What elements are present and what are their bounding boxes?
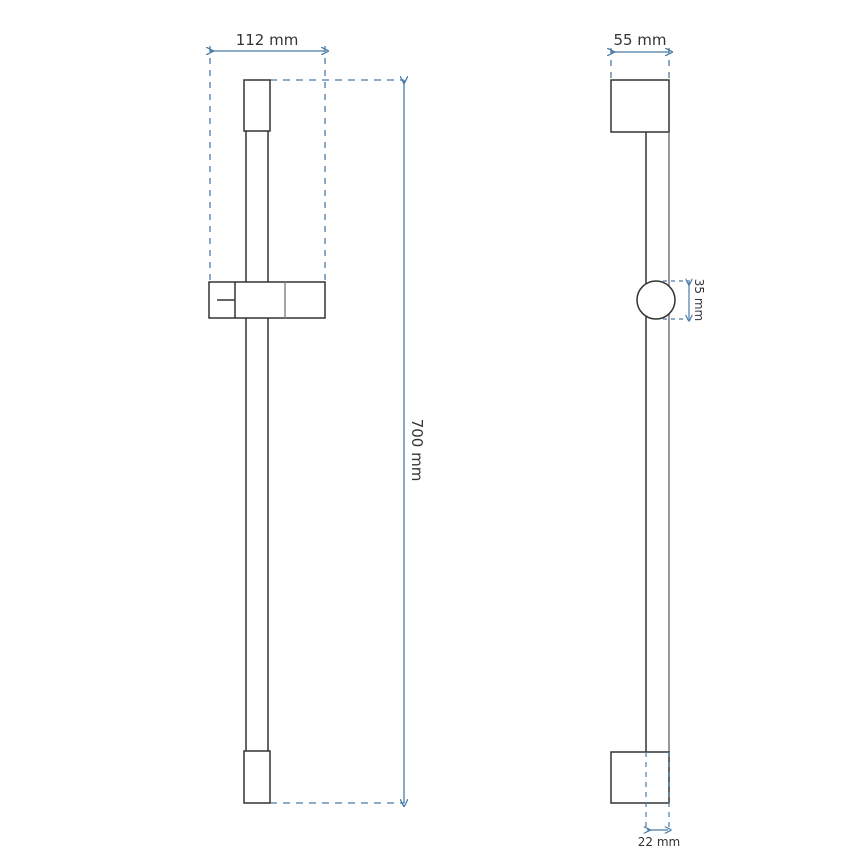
side-view: 55 mm 35 mm 22 mm (611, 31, 706, 849)
rail-diameter-label: 22 mm (638, 835, 680, 849)
rail-side (610, 79, 670, 804)
depth-label: 55 mm (613, 31, 666, 49)
height-label: 700 mm (408, 419, 426, 482)
rail-front (243, 79, 271, 804)
rail-diameter-dimension (646, 752, 669, 832)
depth-dimension (611, 48, 669, 80)
holder-diameter-dimension (663, 281, 690, 319)
height-dimension (270, 80, 404, 803)
slider-holder-front (208, 281, 326, 319)
holder-diameter-label: 35 mm (692, 279, 706, 321)
width-dimension (210, 46, 325, 282)
width-label: 112 mm (236, 31, 299, 49)
front-view: 112 mm 700 mm (209, 31, 426, 803)
holder-circle (636, 280, 676, 320)
